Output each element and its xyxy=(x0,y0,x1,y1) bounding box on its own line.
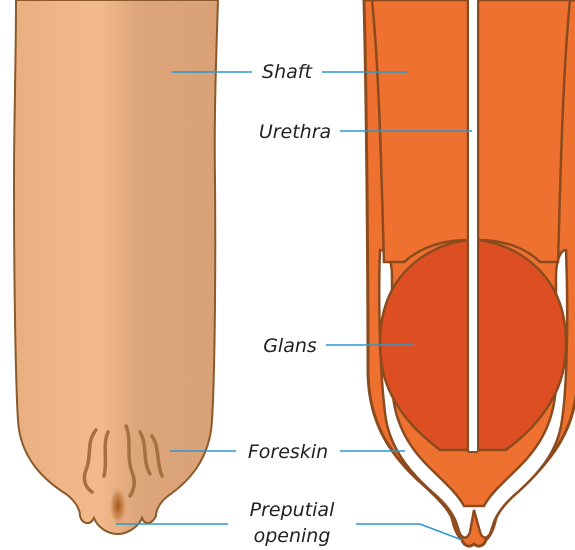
cross-section-view xyxy=(364,0,575,546)
labels: Shaft Urethra Glans Foreskin Preputial o… xyxy=(248,61,335,547)
label-glans: Glans xyxy=(263,335,317,357)
external-penis-body xyxy=(14,0,218,534)
shaft-right-half xyxy=(478,0,570,262)
external-view xyxy=(14,0,218,534)
label-shaft: Shaft xyxy=(262,61,313,83)
label-preputial: Preputial xyxy=(250,499,335,521)
preputial-opening-mark xyxy=(109,486,127,526)
label-urethra: Urethra xyxy=(259,121,331,143)
label-opening: opening xyxy=(254,525,331,547)
preputial-leader-right xyxy=(356,524,462,540)
urethra-channel xyxy=(468,0,478,452)
label-foreskin: Foreskin xyxy=(248,441,328,463)
